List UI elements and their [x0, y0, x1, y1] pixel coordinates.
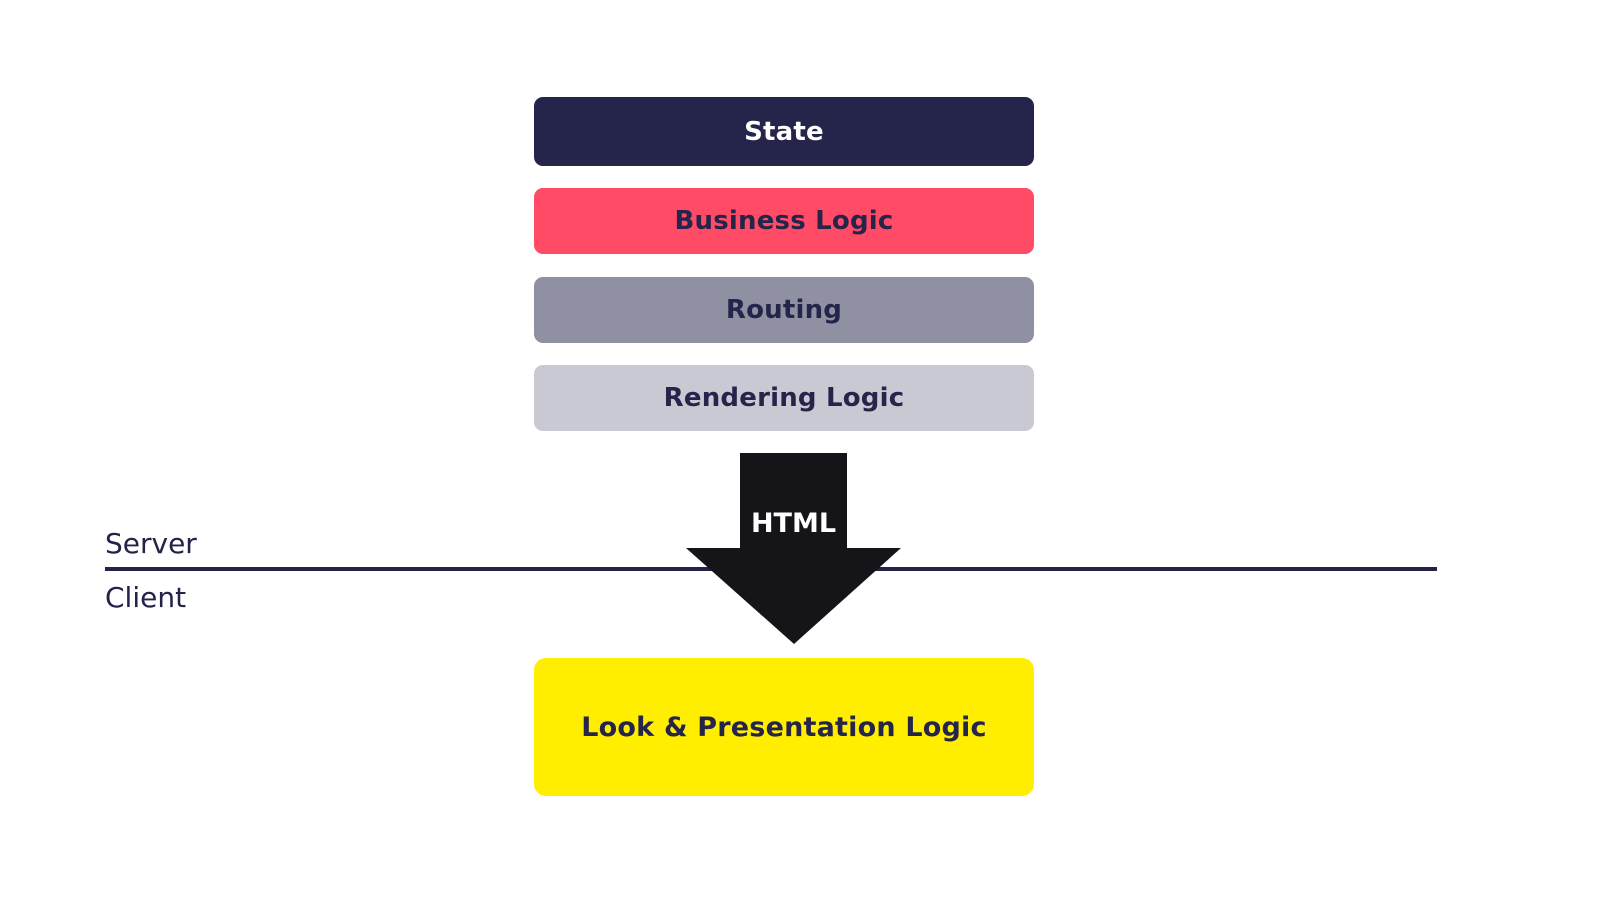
business-logic-layer: Business Logic: [534, 188, 1034, 254]
rendering-logic-layer-label: Rendering Logic: [663, 383, 905, 413]
state-layer-label: State: [744, 116, 824, 147]
state-layer: State: [534, 97, 1034, 166]
look-presentation-logic-label: Look & Presentation Logic: [581, 711, 987, 743]
look-presentation-logic-box: Look & Presentation Logic: [534, 658, 1034, 796]
html-arrow-label: HTML: [750, 508, 837, 539]
business-logic-layer-label: Business Logic: [674, 206, 894, 236]
html-arrow-shape: [686, 453, 901, 644]
routing-layer-label: Routing: [725, 295, 843, 325]
routing-layer: Routing: [534, 277, 1034, 343]
client-label: Client: [105, 581, 187, 614]
server-label: Server: [105, 527, 197, 560]
server-client-divider: [105, 567, 1437, 571]
rendering-logic-layer: Rendering Logic: [534, 365, 1034, 431]
